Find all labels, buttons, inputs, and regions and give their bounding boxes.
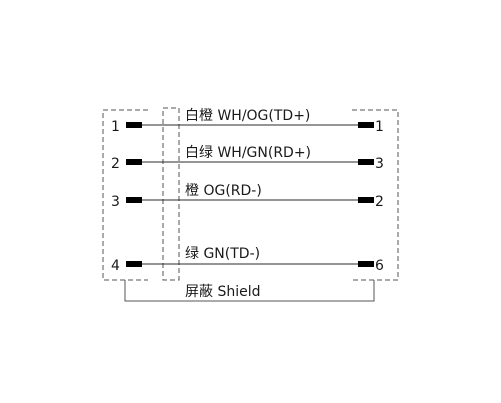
left-pin-label: 3 xyxy=(111,194,120,210)
right-pin-label: 3 xyxy=(375,156,384,172)
right-terminal xyxy=(358,122,374,128)
right-pin-label: 6 xyxy=(375,258,384,274)
wire-label: 绿 GN(TD-) xyxy=(185,246,260,262)
right-pin-label: 2 xyxy=(375,194,384,210)
wire-label: 橙 OG(RD-) xyxy=(185,183,262,199)
wire-row-1: 1 1 白橙 WH/OG(TD+) xyxy=(111,108,384,135)
shield-line xyxy=(124,280,375,302)
left-pin-label: 1 xyxy=(111,119,120,135)
left-terminal xyxy=(126,197,142,203)
shield-label: 屏蔽 Shield xyxy=(185,284,261,300)
left-pin-label: 2 xyxy=(111,156,120,172)
right-terminal xyxy=(358,197,374,203)
cable-outline xyxy=(162,107,180,281)
right-terminal xyxy=(358,261,374,267)
left-terminal xyxy=(126,122,142,128)
right-connector-outline xyxy=(352,109,399,281)
wire-label: 白橙 WH/OG(TD+) xyxy=(185,108,310,124)
left-pin-label: 4 xyxy=(111,258,120,274)
wire-row-4: 4 6 绿 GN(TD-) xyxy=(111,246,384,274)
left-terminal xyxy=(126,261,142,267)
wire-row-2: 2 3 白绿 WH/GN(RD+) xyxy=(111,145,384,172)
left-terminal xyxy=(126,159,142,165)
wire-label: 白绿 WH/GN(RD+) xyxy=(185,145,311,161)
left-connector-outline xyxy=(102,109,148,281)
right-terminal xyxy=(358,159,374,165)
wire-row-3: 3 2 橙 OG(RD-) xyxy=(111,183,384,210)
right-pin-label: 1 xyxy=(375,119,384,135)
